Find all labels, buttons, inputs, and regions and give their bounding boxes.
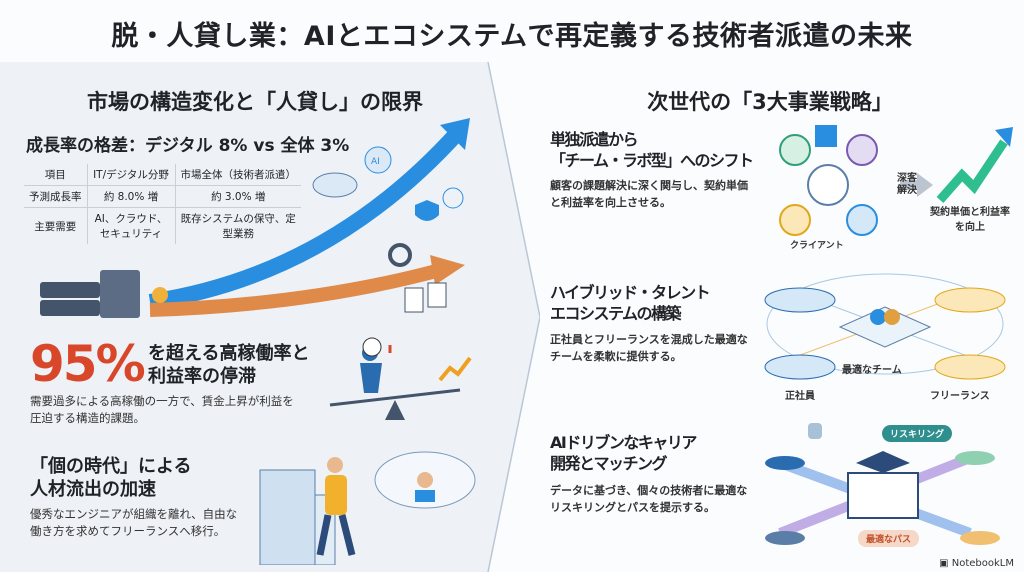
employee-label: 正社員: [785, 391, 815, 402]
left-heading: 市場の構造変化と「人貸し」の限界: [87, 90, 423, 114]
strategy-3-title: AIドリブンなキャリア開発とマッチング: [550, 433, 697, 473]
book-icon: [847, 472, 919, 519]
right-heading: 次世代の「3大事業戦略」: [647, 90, 893, 114]
document-icon: [404, 287, 424, 313]
career-matching-illustration: [765, 423, 1000, 545]
optimal-team-platform: [838, 306, 932, 348]
office-building-icon: [259, 469, 316, 565]
employee-group: [764, 354, 836, 380]
table-row: 主要需要 AI、クラウド、セキュリティ既存システムの保守、定型業務: [24, 207, 301, 244]
table-cell: 約 3.0% 増: [174, 185, 301, 208]
shield-icon: [415, 200, 439, 221]
avatar: [846, 204, 878, 236]
utilization-title: を超える高稼働率と利益率の停滞: [148, 343, 310, 388]
table-cell: 主要需要: [34, 220, 77, 233]
table-cell: AI、クラウド、セキュリティ: [86, 207, 175, 244]
optimal-path-badge: 最適なパス: [858, 530, 920, 547]
result-label: 契約単価と利益率を向上: [930, 207, 1010, 233]
server-icon: [40, 270, 140, 318]
strategy-1-body: 顧客の課題解決に深く関与し、契約単価と利益率を向上させる。: [550, 179, 748, 209]
hybrid-ecosystem-illustration: [764, 273, 1006, 380]
table-row: 予測成長率約 8.0% 増約 3.0% 増: [24, 185, 301, 208]
freelancer-group: [934, 287, 1006, 313]
talent-title: 「個の時代」による人材流出の加速: [30, 456, 192, 501]
team-icon: [807, 164, 849, 206]
ai-icon: [364, 146, 392, 174]
building-icon: [815, 125, 837, 147]
svg-text:AI: AI: [371, 157, 380, 167]
clock-icon: [362, 337, 382, 357]
cloud-icon: [312, 172, 358, 198]
avatar: [779, 204, 811, 236]
strategy-2-body: 正社員とフリーランスを混成した最適なチームを柔軟に提供する。: [550, 333, 748, 363]
table-cell: 予測成長率: [24, 185, 87, 208]
document-icon: [427, 282, 447, 308]
strategy-3-body: データに基づき、個々の技術者に最適なリスキリングとパスを提示する。: [550, 484, 748, 514]
graduation-cap-icon: [856, 451, 910, 473]
table-header: 項目: [24, 164, 87, 186]
growth-arrow-icon: [936, 139, 1008, 203]
utilization-stat: 95%: [30, 335, 146, 393]
strategy-2-title: ハイブリッド・タレントエコシステムの構築: [550, 283, 711, 323]
growth-arrows-illustration: AI: [40, 118, 470, 318]
employee-group: [764, 287, 836, 313]
team-lab-illustration: [779, 125, 1013, 236]
client-label: クライアント: [790, 241, 844, 251]
balance-scale-illustration: [329, 337, 472, 420]
avatar: [846, 134, 878, 166]
optimal-team-label: 最適なチーム: [842, 365, 902, 376]
gear-icon: [388, 243, 412, 267]
page-title: 脱・人貸し業：AIとエコシステムで再定義する技術者派遣の未来: [111, 21, 913, 52]
talent-body: 優秀なエンジニアが組織を離れ、自由な働き方を求めてフリーランスへ移行。: [30, 507, 238, 539]
freelancer-icon: [417, 472, 433, 488]
reskilling-badge: リスキリング: [882, 425, 953, 442]
growth-title: 成長率の格差：デジタル 8% vs 全体 3%: [26, 136, 350, 156]
person-icon: [327, 457, 343, 473]
table-header: IT/デジタル分野: [86, 164, 175, 186]
gear-icon: [152, 287, 168, 303]
strategy-1-title: 単独派遣から「チーム・ラボ型」へのシフト: [550, 130, 754, 170]
digital-growth-arrow: [148, 124, 466, 310]
avatar: [779, 134, 811, 166]
table-cell: 約 8.0% 増: [86, 185, 175, 208]
deep-solution-label: 深客解決: [897, 173, 917, 196]
freelancer-group: [934, 354, 1006, 380]
talent-outflow-illustration: [259, 451, 476, 565]
notebooklm-watermark: ▣ NotebookLM: [939, 558, 1014, 569]
freelance-label: フリーランス: [930, 391, 990, 402]
market-growth-arrow: [149, 263, 442, 317]
trend-up-icon: [438, 356, 472, 382]
table-header: 市場全体（技術者派遣）: [174, 164, 301, 186]
utilization-body: 需要過多による高稼働の一方で、賃金上昇が利益を圧迫する構造的課題。: [30, 394, 294, 426]
ai-network-icon: [442, 187, 464, 209]
database-icon: [808, 423, 822, 439]
table-cell: 既存システムの保守、定型業務: [174, 207, 301, 244]
